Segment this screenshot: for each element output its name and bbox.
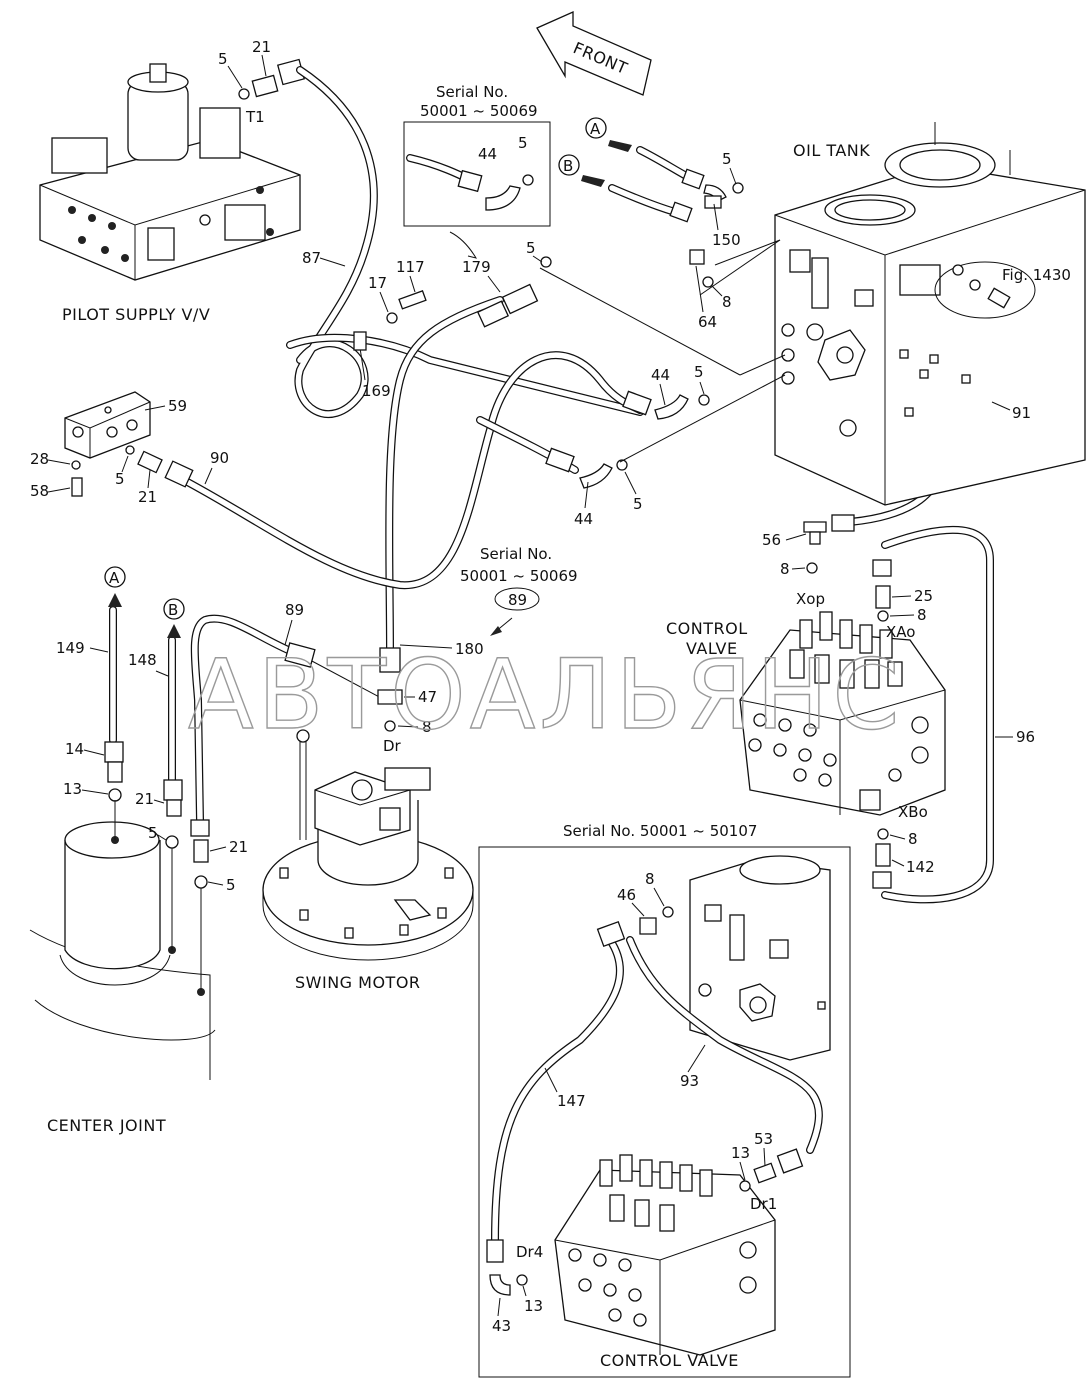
part-number-label: 44: [651, 366, 670, 384]
part-number-label: 5: [218, 50, 228, 68]
control-valve-label: VALVE: [686, 639, 738, 658]
part-number-label: 21: [229, 838, 248, 856]
serial-inset-bottom: [478, 846, 851, 1378]
hose-96: [881, 525, 994, 904]
pilot-supply-label: PILOT SUPPLY V/V: [62, 305, 210, 324]
part-number-label: 169: [362, 382, 391, 400]
part-number-label: 8: [780, 560, 790, 578]
part-number-label: 44: [478, 145, 497, 163]
part-labels: 87 17 117 169 179 5 5 150 64 8 44 5 44 5…: [30, 150, 1035, 1335]
part-number-label: 91: [1012, 404, 1031, 422]
part-number-label: 28: [30, 450, 49, 468]
part-number-label: 179: [462, 258, 491, 276]
center-joint-label: CENTER JOINT: [47, 1116, 166, 1135]
part-number-label: 44: [574, 510, 593, 528]
part-number-label: 21: [252, 38, 271, 56]
watermark: АВТОАЛЬЯНС: [188, 639, 903, 751]
port-xbo-label: XBo: [898, 803, 928, 821]
part-number-label: 13: [63, 780, 82, 798]
part-number-label: 25: [914, 587, 933, 605]
pilot-supply-valve: [39, 63, 301, 281]
part-number-label: 5: [518, 134, 528, 152]
port-dr-label: Dr: [383, 737, 402, 755]
part-number-label: 142: [906, 858, 935, 876]
control-valve-main: [739, 611, 946, 816]
part-number-label: 56: [762, 531, 781, 549]
part-number-label: 8: [422, 718, 432, 736]
part-number-label: 64: [698, 313, 717, 331]
part-number-label: 43: [492, 1317, 511, 1335]
part-number-label: 147: [557, 1092, 586, 1110]
oil-tank: [539, 122, 1086, 506]
part-number-label: 5: [226, 876, 236, 894]
swing-motor-label: SWING MOTOR: [295, 973, 421, 992]
adapter-21: [251, 74, 279, 98]
part-number-label: 21: [135, 790, 154, 808]
center-joint: [29, 800, 216, 1080]
part-number-label: 5: [694, 363, 704, 381]
hose-90: [176, 351, 644, 590]
part-number-label: 53: [754, 1130, 773, 1148]
circle-marker-a: A: [109, 569, 120, 587]
part-number-label: 90: [210, 449, 229, 467]
control-valve-label: CONTROL: [666, 619, 748, 638]
part-number-label: 89: [285, 601, 304, 619]
circled-part-number: 89: [508, 591, 527, 609]
port-xop-label: Xop: [796, 590, 825, 608]
serial-range: 50001 ~ 50069: [420, 102, 538, 120]
circle-marker-b: B: [563, 157, 573, 175]
port-t1-label: T1: [245, 108, 265, 126]
part-number-label: 21: [138, 488, 157, 506]
part-number-label: 117: [396, 258, 425, 276]
part-number-label: 5: [115, 470, 125, 488]
part-number-label: 150: [712, 231, 741, 249]
part-number-label: 180: [455, 640, 484, 658]
serial-label: Serial No.: [480, 545, 552, 563]
part-number-label: 149: [56, 639, 85, 657]
a-b-arrows: A B: [558, 117, 744, 223]
serial-label: Serial No.: [436, 83, 508, 101]
serial-range: Serial No. 50001 ~ 50107: [563, 822, 757, 840]
part-number-label: 8: [722, 293, 732, 311]
circle-marker-b: B: [168, 601, 178, 619]
port-xao-label: XAo: [886, 623, 915, 641]
part-number-label: 47: [418, 688, 437, 706]
fittings: [104, 256, 1051, 889]
port-dr1-label: Dr1: [750, 1195, 777, 1213]
control-valve-inset-label: CONTROL VALVE: [600, 1351, 739, 1370]
swing-motor: [262, 729, 474, 961]
part-number-label: 46: [617, 886, 636, 904]
part-number-label: 5: [722, 150, 732, 168]
left-a-b-arrows: A B: [104, 566, 185, 638]
part-number-label: 13: [731, 1144, 750, 1162]
hose-89: [190, 614, 304, 824]
serial-inset-top: [403, 121, 551, 259]
front-arrow: FRONT: [536, 10, 652, 96]
hose-87: [294, 66, 378, 419]
part-number-label: 58: [30, 482, 49, 500]
serial-range: 50001 ~ 50069: [460, 567, 578, 585]
part-number-label: 8: [917, 606, 927, 624]
part-number-label: 13: [524, 1297, 543, 1315]
part-number-label: 93: [680, 1072, 699, 1090]
part-number-label: 8: [908, 830, 918, 848]
port-dr4-label: Dr4: [516, 1243, 543, 1261]
part-number-label: 5: [526, 239, 536, 257]
oil-tank-label: OIL TANK: [793, 141, 870, 160]
part-number-label: 59: [168, 397, 187, 415]
fig-reference-label: Fig. 1430: [1002, 266, 1071, 284]
part-number-label: 17: [368, 274, 387, 292]
circle-marker-a: A: [590, 120, 601, 138]
part-number-label: 148: [128, 651, 157, 669]
o-ring-5: [238, 88, 250, 100]
part-number-label: 96: [1016, 728, 1035, 746]
part-number-label: 87: [302, 249, 321, 267]
part-number-label: 8: [645, 870, 655, 888]
part-number-label: 5: [633, 495, 643, 513]
hose-179: [385, 296, 504, 654]
block-59: [64, 391, 151, 497]
part-number-label: 5: [148, 824, 158, 842]
part-number-label: 14: [65, 740, 84, 758]
